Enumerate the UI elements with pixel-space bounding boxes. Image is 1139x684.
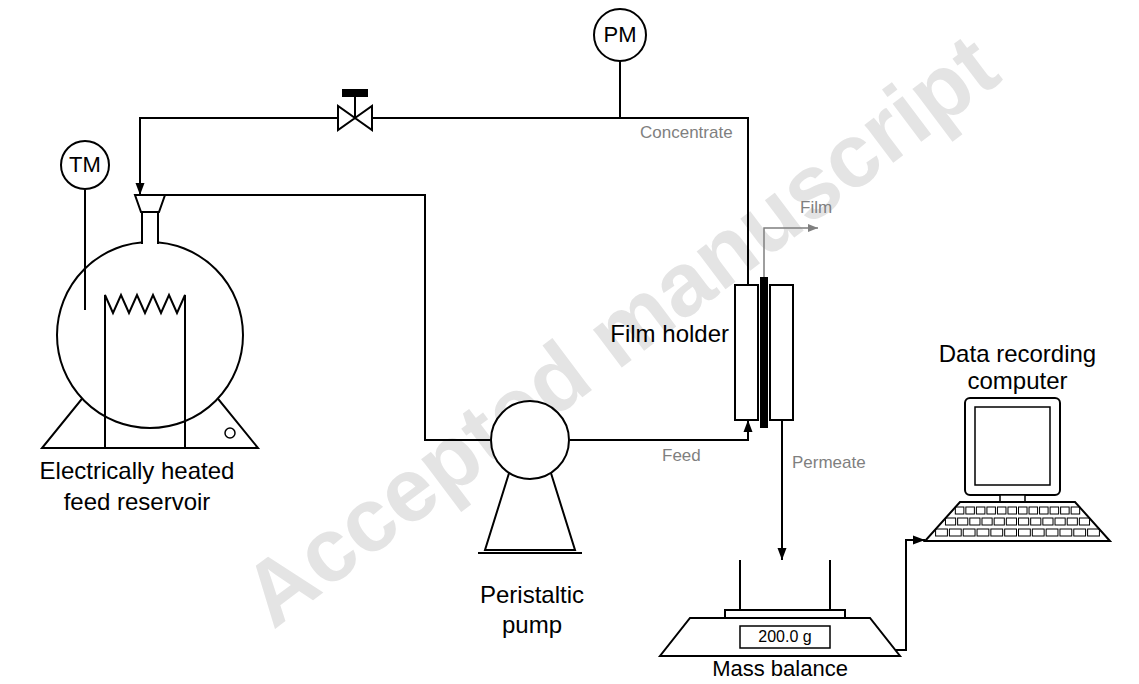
keyboard-key <box>1067 518 1077 525</box>
holder-half <box>735 285 758 420</box>
keyboard <box>925 502 1110 541</box>
flow-label: Feed <box>662 446 701 466</box>
keyboard-key <box>976 507 985 514</box>
flow-label: Concentrate <box>640 123 733 143</box>
monitor <box>965 398 1060 495</box>
keyboard-key <box>977 529 989 536</box>
feed-reservoir: Electrically heated feed reservoir <box>40 195 260 450</box>
flask-neck <box>142 212 158 244</box>
membrane-film <box>760 277 768 428</box>
keyboard-key <box>1074 529 1086 536</box>
meter-label: TM <box>69 154 101 176</box>
flask-neck-fill <box>143 209 157 249</box>
keyboard-key <box>1071 507 1080 514</box>
keyboard-key <box>997 507 1006 514</box>
permeate-stream <box>781 420 783 560</box>
keyboard-key <box>994 518 1004 525</box>
meter-label: PM <box>604 24 637 46</box>
keyboard-key <box>958 518 968 525</box>
permeate-beaker <box>740 560 830 610</box>
keyboard-key <box>1088 529 1100 536</box>
display-reading: 200.0 g <box>740 626 830 648</box>
mass-balance: 200.0 gMass balance <box>660 560 900 656</box>
pressure-tap-line <box>619 60 621 118</box>
keyboard-key <box>1031 518 1041 525</box>
keyboard-key <box>1019 518 1029 525</box>
keyboard-key <box>1040 507 1049 514</box>
keyboard-key <box>987 507 996 514</box>
keyboard-key <box>982 518 992 525</box>
valve-body <box>338 106 355 130</box>
keyboard-key <box>1043 518 1053 525</box>
heating-element <box>105 295 185 447</box>
monitor-stand <box>1000 495 1025 502</box>
component-label: Mass balance <box>660 657 900 681</box>
balance-body <box>660 618 900 656</box>
flow-label: Permeate <box>792 453 866 473</box>
data-computer-outline <box>925 395 1110 545</box>
film-holder-outline <box>735 285 793 420</box>
keyboard-key <box>936 529 948 536</box>
keyboard-key <box>1046 529 1058 536</box>
keyboard-key <box>945 518 955 525</box>
pump-foot <box>478 552 582 554</box>
keyboard-key <box>1061 507 1070 514</box>
keyboard-key <box>1055 518 1065 525</box>
component-label: Film holder <box>589 320 729 348</box>
pressure-meter: PM <box>593 8 647 62</box>
keyboard-key <box>1032 529 1044 536</box>
keyboard-key <box>970 518 980 525</box>
keyboard-key <box>1006 518 1016 525</box>
thermometer: TM <box>60 140 110 190</box>
valve-handle <box>342 89 368 97</box>
film-holder: Film holder <box>735 285 793 420</box>
keyboard-key <box>1029 507 1038 514</box>
pump-stand <box>485 470 575 550</box>
concentrate-tube <box>140 118 748 285</box>
keyboard-key <box>1050 507 1059 514</box>
balance-display <box>740 626 830 648</box>
component-label: Peristaltic pump <box>457 580 607 640</box>
feed-reservoir-outline <box>40 195 260 450</box>
keyboard-key <box>1005 529 1017 536</box>
flask-adapter <box>135 195 165 212</box>
component-label: Electrically heated feed reservoir <box>17 455 257 517</box>
keyboard-key <box>1060 529 1072 536</box>
feed-tube <box>570 420 748 440</box>
data-computer: Data recording computer <box>925 395 1110 545</box>
keyboard-key <box>949 529 961 536</box>
peristaltic-pump: Peristaltic pump <box>490 400 570 480</box>
keyboard-key <box>1019 529 1031 536</box>
balance-pan <box>725 610 845 618</box>
keyboard-key <box>955 507 964 514</box>
keyboard-key <box>991 529 1003 536</box>
control-knob <box>225 428 235 438</box>
component-label: Data recording computer <box>915 340 1120 394</box>
holder-half <box>770 285 793 420</box>
data-cable <box>895 540 925 650</box>
thermometer-probe <box>84 190 86 310</box>
valve-stem <box>354 96 356 118</box>
keyboard-key <box>1019 507 1028 514</box>
part-label: Film <box>800 198 832 218</box>
valve-body <box>355 106 372 130</box>
keyboard-key <box>963 529 975 536</box>
monitor-screen <box>975 407 1050 485</box>
film-leader-line <box>764 228 818 277</box>
keyboard-key <box>966 507 975 514</box>
keyboard-key <box>1079 518 1089 525</box>
keyboard-key <box>1008 507 1017 514</box>
